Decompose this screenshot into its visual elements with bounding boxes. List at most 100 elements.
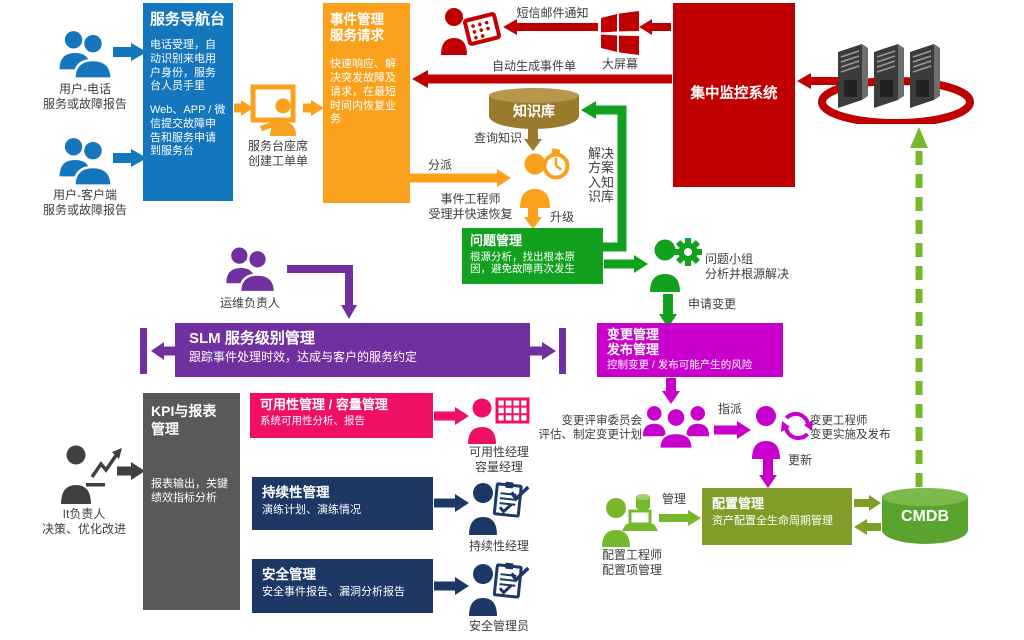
big-screen-label: 大屏幕 [601,57,638,71]
arrow-monitoring-to-bigscreen [639,19,671,35]
problem-team-label-line2: 分析并根源解决 [705,267,790,281]
escalate-label: 升级 [549,210,574,224]
availability-manager-label: 可用性经理 容量经理 [460,445,538,475]
knowledge-base-cylinder: 知识库 [489,88,579,129]
monitoring-title: 集中监控系统 [690,86,778,103]
it-manager-label: It负责人 决策、优化改进 [28,507,140,537]
arrow-continuity-to-manager [434,494,469,512]
arrow-change-to-board [662,378,680,404]
problem-team-gear-icon [645,236,703,292]
config-engineer-laptop-icon [600,494,662,547]
arrow-security-to-admin [434,577,469,595]
change-engineer-label-line2: 变更实施及发布 [810,429,891,442]
change-board-label-line2: 评估、制定变更计划 [538,429,643,442]
incident-management-box: 事件管理 服务请求 快速响应、解决突发故障及请求，在最短时间内恢复业务 [323,3,410,203]
availability-capacity-box: 可用性管理 / 容量管理 系统可用性分析、报告 [250,393,433,438]
query-knowledge-label: 查询知识 [473,131,522,145]
notified-user-pager-icon [441,5,503,55]
arrow-availability-to-manager [434,407,469,425]
change-title: 变更管理 发布管理 [607,327,773,358]
security-body: 安全事件报告、漏洞分析报告 [262,586,405,599]
availability-body: 系统可用性分析、报告 [260,414,365,427]
incident-title-line2: 服务请求 [330,28,384,44]
arrow-assign [714,421,751,439]
problem-team-label: 问题小组 分析并根源解决 [705,252,810,282]
knowledge-base-label: 知识库 [513,103,555,119]
change-board-label-line1: 变更评审委员会 [561,415,643,427]
user-client-label-line1: 用户-客户端 [53,188,117,202]
config-title: 配置管理 [712,496,765,511]
solution-to-kb-label: 解决方案入知识库 [587,146,614,204]
change-title-line1: 变更管理 [607,327,660,342]
change-engineer-label-line1: 变更工程师 [810,415,868,427]
user-client-label-line2: 服务或故障报告 [42,203,127,217]
change-title-line2: 发布管理 [607,342,660,358]
sms-email-label: 短信邮件通知 [516,6,589,20]
problem-body: 根源分析，找出根本原因，避免故障再次发生 [470,250,575,276]
security-admin-clipboard-icon [468,561,530,616]
security-title: 安全管理 [262,567,316,582]
security-admin-label: 安全管理员 [468,619,529,633]
continuity-body: 演练计划、演练情况 [262,504,361,517]
kpi-title: KPI与报表 管理 [151,403,232,438]
user-phone-label-line1: 用户-电话 [59,82,111,96]
service-desk-title: 服务导航台 [150,11,226,28]
monitoring-system-box: 集中监控系统 [673,3,795,187]
it-manager-label-line2: 决策、优化改进 [41,522,126,536]
availability-manager-calendar-icon [466,396,530,444]
continuity-box: 持续性管理 演练计划、演练情况 [252,477,433,530]
continuity-manager-clipboard-icon [468,480,530,535]
auto-ticket-label: 自动生成事件单 [491,59,576,73]
continuity-manager-label: 持续性经理 [468,539,529,553]
it-manager-label-line1: It负责人 [62,507,106,521]
problem-title: 问题管理 [470,233,523,248]
config-engineer-label-line2: 配置项管理 [601,563,662,577]
incident-engineer-label-line1: 事件工程师 [440,192,501,206]
big-screen-windows-icon [601,11,639,55]
continuity-title: 持续性管理 [262,485,330,500]
user-phone-icon [58,26,114,80]
arrow-kb-query-down [524,128,542,151]
it-manager-chart-icon [56,442,126,504]
dashed-line-cmdb-to-servers [910,127,928,487]
service-desk-box: 服务导航台 电话受理，自动识别来电用户身份，服务台人员手里 Web、APP / … [143,3,233,201]
incident-title-line1: 事件管理 [330,12,384,27]
arrow-escalate [524,206,542,229]
config-body: 资产配置全生命周期管理 [712,514,833,527]
kpi-title-line1: KPI与报表 [151,403,217,419]
slm-box: SLM 服务级别管理 跟踪事件处理时效，达成与客户的服务约定 [175,323,530,377]
availability-title: 可用性管理 / 容量管理 [260,397,388,412]
server-racks [838,44,940,108]
change-board-label: 变更评审委员会 评估、制定变更计划 [532,414,643,443]
availability-manager-label-line1: 可用性经理 [468,445,529,459]
arrow-desk-to-agent [234,100,253,116]
user-phone-label-line2: 服务或故障报告 [42,97,127,111]
arrow-monitoring-to-incident [412,70,672,88]
request-change-label: 申请变更 [687,297,736,311]
knowledge-base-cylinder-top [489,88,579,103]
arrow-request-change [659,294,677,328]
arrow-slm-left [140,328,175,374]
problem-team-label-line1: 问题小组 [705,252,754,266]
user-client-icon [58,133,114,187]
user-client-label: 用户-客户端 服务或故障报告 [25,188,145,218]
incident-engineer-stopwatch-icon [513,148,571,208]
line-ops-to-slm [287,265,357,319]
dispatch-label: 分派 [427,158,452,172]
slm-title: SLM 服务级别管理 [189,330,315,347]
assign-label: 指派 [717,402,742,416]
service-agent-icon [250,84,304,136]
change-board-group-icon [641,401,711,459]
service-agent-label: 服务台座席 创建工单单 [238,139,318,169]
arrow-manage [659,510,701,526]
arrow-bigscreen-to-notify [503,19,598,35]
kpi-report-box: KPI与报表 管理 报表输出，关键绩效指标分析 [143,393,240,610]
incident-body: 快速响应、解决突发故障及请求，在最短时间内恢复业务 [330,58,396,126]
arrow-cmdb-to-config [854,519,881,535]
servers-icon [818,40,976,124]
arrow-slm-right [530,328,566,374]
change-release-box: 变更管理 发布管理 控制变更 / 发布可能产生的风险 [597,323,783,377]
change-engineer-label: 变更工程师 变更实施及发布 [810,414,910,443]
